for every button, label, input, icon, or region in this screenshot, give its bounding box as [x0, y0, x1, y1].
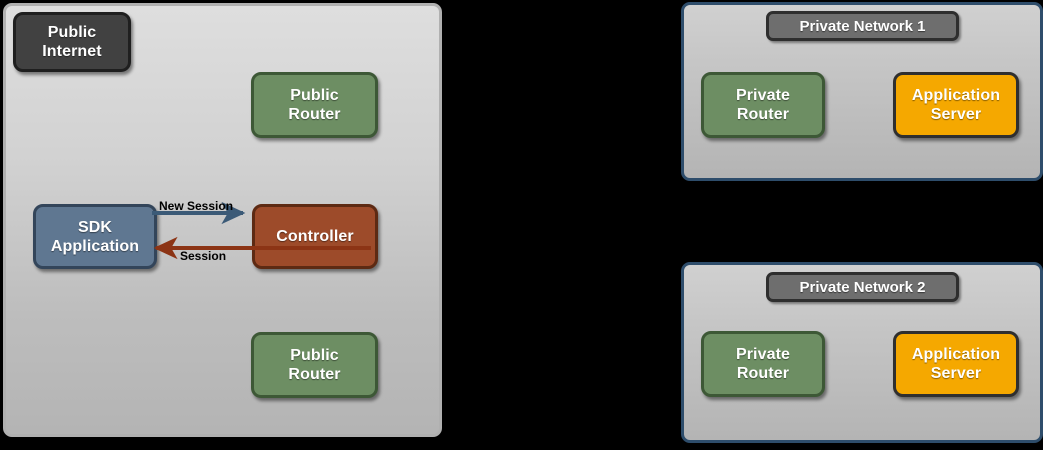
node-private-router-1[interactable]: Private Router	[701, 72, 825, 138]
node-public-internet-text: Public Internet	[42, 23, 101, 61]
node-sdk-application-line2: Application	[50, 237, 140, 255]
node-application-server-2-text: Application Server	[912, 345, 1000, 383]
badge-private-network-2-label: Private Network 2	[799, 278, 926, 296]
node-public-router-top[interactable]: Public Router	[251, 72, 378, 138]
node-application-server-2-line1: Application	[911, 346, 1001, 363]
node-private-router-2[interactable]: Private Router	[701, 331, 825, 397]
node-public-router-top-line1: Public	[290, 87, 339, 104]
badge-private-network-1-label: Private Network 1	[799, 17, 926, 35]
arrow-session-label: Session	[180, 249, 227, 263]
node-public-internet-line1: Public	[47, 24, 97, 41]
node-application-server-1-line2: Server	[930, 106, 982, 123]
node-private-router-2-text: Private Router	[736, 345, 790, 383]
node-public-internet[interactable]: Public Internet	[13, 12, 131, 72]
badge-private-network-1: Private Network 1	[766, 11, 959, 41]
node-public-internet-line2: Internet	[42, 43, 102, 60]
private-network-1-panel: Private Network 1 Private Router Applica…	[681, 2, 1043, 181]
node-private-router-2-line1: Private	[735, 346, 791, 363]
node-private-router-1-text: Private Router	[736, 86, 790, 124]
public-internet-panel: Public Internet Public Router SDK Applic…	[3, 3, 442, 437]
node-controller-label: Controller	[276, 228, 354, 245]
node-public-router-bottom[interactable]: Public Router	[251, 332, 378, 398]
node-application-server-2-line2: Server	[930, 365, 982, 382]
node-sdk-application-line1: SDK	[77, 218, 113, 236]
node-application-server-2[interactable]: Application Server	[893, 331, 1019, 397]
node-private-router-1-line2: Router	[736, 106, 790, 123]
arrow-new-session-label: New Session	[159, 199, 234, 213]
node-application-server-1-line1: Application	[911, 87, 1001, 104]
node-public-router-top-line2: Router	[288, 106, 341, 123]
badge-private-network-2: Private Network 2	[766, 272, 959, 302]
node-sdk-application-text: SDK Application	[51, 218, 139, 256]
node-private-router-2-line2: Router	[736, 365, 790, 382]
node-private-router-1-line1: Private	[735, 87, 791, 104]
node-public-router-top-text: Public Router	[288, 86, 340, 124]
node-application-server-1-text: Application Server	[912, 86, 1000, 124]
private-network-2-panel: Private Network 2 Private Router Applica…	[681, 262, 1043, 443]
node-public-router-bottom-line2: Router	[288, 366, 341, 383]
node-public-router-bottom-line1: Public	[290, 347, 339, 364]
node-sdk-application[interactable]: SDK Application	[33, 204, 157, 269]
node-application-server-1[interactable]: Application Server	[893, 72, 1019, 138]
node-public-router-bottom-text: Public Router	[288, 346, 340, 384]
node-controller[interactable]: Controller	[252, 204, 378, 269]
